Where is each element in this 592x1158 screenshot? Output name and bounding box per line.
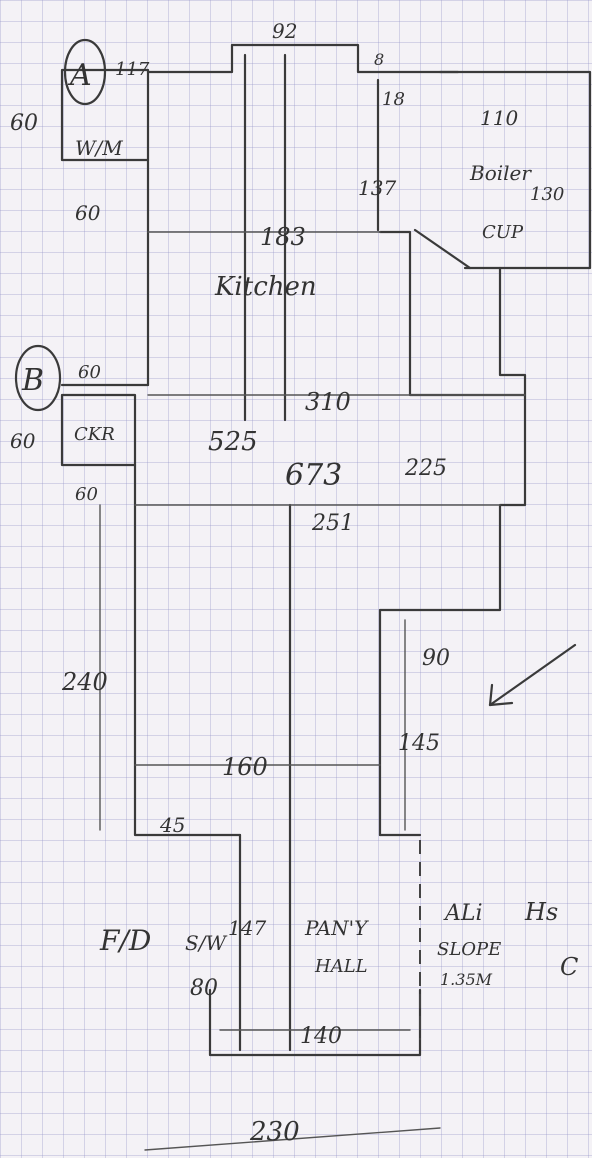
dim-225: 225 — [404, 456, 447, 481]
dim-673: 673 — [285, 458, 342, 493]
label-c: C — [560, 953, 578, 981]
dim-230: 230 — [249, 1117, 300, 1147]
dim-135m: 1.35M — [440, 970, 493, 989]
door-swing — [413, 228, 472, 270]
dim-140: 140 — [300, 1024, 342, 1049]
label-wm: W/M — [75, 136, 123, 160]
dim-525: 525 — [208, 427, 258, 457]
outer-wall — [60, 98, 150, 387]
dim-240: 240 — [61, 668, 108, 696]
label-ali: ALi — [443, 901, 483, 926]
dim-147: 147 — [228, 916, 266, 940]
label-b: B — [21, 363, 44, 398]
label-hs: Hs — [524, 898, 558, 926]
dim-110: 110 — [480, 106, 518, 130]
dim-60-left-a: 60 — [10, 111, 38, 136]
boiler-cupboard-wall — [438, 70, 592, 270]
dim-183: 183 — [260, 223, 306, 251]
label-slope: SLOPE — [437, 939, 501, 960]
dim-130: 130 — [530, 184, 564, 205]
dim-45: 45 — [159, 813, 185, 837]
dim-60-c: 60 — [75, 484, 98, 505]
dim-92: 92 — [272, 19, 297, 43]
label-pantry: PAN'Y — [304, 916, 369, 940]
circle-a-icon — [63, 38, 107, 106]
dim-137: 137 — [358, 176, 396, 200]
dim-80: 80 — [190, 976, 218, 1001]
label-sw: S/W — [185, 931, 227, 955]
dim-310: 310 — [305, 388, 351, 416]
label-boiler: Boiler — [469, 161, 532, 185]
dim-90: 90 — [422, 646, 450, 671]
dim-117: 117 — [115, 59, 150, 80]
arrow-icon — [488, 643, 577, 707]
dim-line — [144, 1127, 441, 1151]
dim-60-left-b: 60 — [75, 201, 101, 225]
label-fd: F/D — [99, 924, 151, 957]
circle-b-icon — [14, 344, 62, 412]
dim-145: 145 — [398, 731, 440, 756]
arrow-head-icon — [488, 683, 514, 707]
dim-18: 18 — [382, 89, 405, 110]
dim-60-b-left: 60 — [10, 429, 36, 453]
outer-wall-top — [146, 43, 460, 74]
dim-8: 8 — [374, 50, 384, 69]
dim-60-b: 60 — [78, 362, 101, 383]
left-wall-lower — [133, 463, 242, 837]
label-cup: CUP — [482, 222, 524, 243]
label-a: A — [67, 58, 92, 93]
label-kitchen: Kitchen — [214, 272, 317, 302]
right-wall-upper — [378, 266, 527, 837]
label-ckr: CKR — [74, 424, 115, 445]
dim-251: 251 — [311, 511, 354, 536]
label-hall: HALL — [314, 956, 368, 977]
dim-160: 160 — [222, 753, 268, 781]
